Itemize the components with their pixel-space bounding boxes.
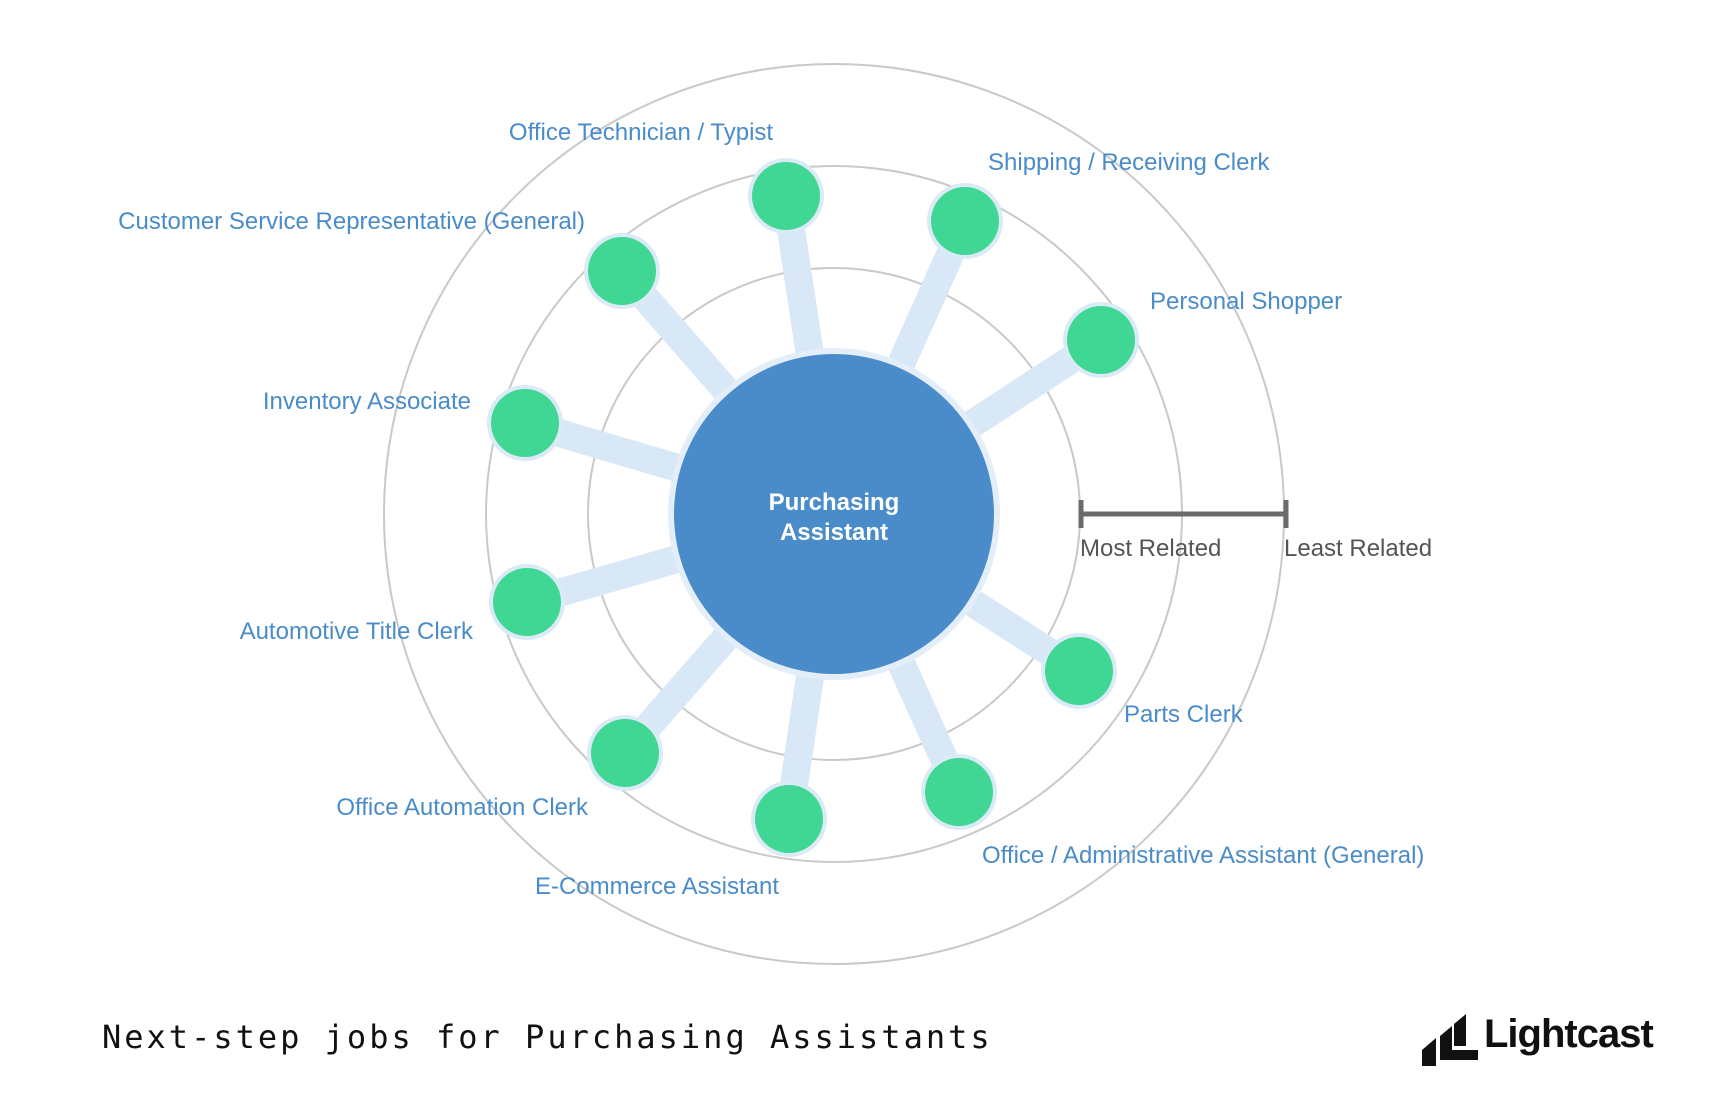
center-node-label-line2: Assistant [780, 519, 888, 546]
brand-name: Lightcast [1484, 1012, 1654, 1056]
figure-caption: Next-step jobs for Purchasing Assistants [102, 1018, 993, 1056]
job-node-label-10: E-Commerce Assistant [535, 873, 779, 900]
job-node-label-9: Office / Administrative Assistant (Gener… [982, 842, 1424, 869]
job-node-8[interactable] [591, 719, 659, 787]
job-node-5[interactable] [491, 389, 559, 457]
lightcast-mark-icon [1422, 1014, 1478, 1066]
center-node-label-line1: Purchasing [769, 489, 900, 516]
job-node-10[interactable] [755, 785, 823, 853]
job-node-label-4: Personal Shopper [1150, 288, 1342, 315]
center-node[interactable]: Purchasing Assistant [668, 348, 1000, 680]
center-node-circle [674, 354, 994, 674]
job-node-3[interactable] [588, 237, 656, 305]
brand-logo: Lightcast [1422, 1008, 1654, 1068]
relatedness-scale: Most Related Least Related [1078, 500, 1432, 562]
job-node-2[interactable] [931, 187, 999, 255]
job-node-label-5: Inventory Associate [263, 388, 471, 415]
job-node-label-7: Parts Clerk [1124, 701, 1244, 728]
job-node-label-6: Automotive Title Clerk [240, 618, 474, 645]
job-node-6[interactable] [493, 568, 561, 636]
job-node-4[interactable] [1067, 306, 1135, 374]
job-node-1[interactable] [752, 162, 820, 230]
job-node-7[interactable] [1045, 637, 1113, 705]
nodes-layer [487, 158, 1139, 857]
job-node-label-3: Customer Service Representative (General… [118, 208, 585, 235]
job-node-9[interactable] [925, 758, 993, 826]
job-node-label-2: Shipping / Receiving Clerk [988, 149, 1270, 176]
scale-label-least-related: Least Related [1284, 535, 1432, 562]
job-node-label-1: Office Technician / Typist [509, 119, 773, 146]
scale-label-most-related: Most Related [1080, 535, 1221, 562]
job-node-label-8: Office Automation Clerk [336, 794, 589, 821]
